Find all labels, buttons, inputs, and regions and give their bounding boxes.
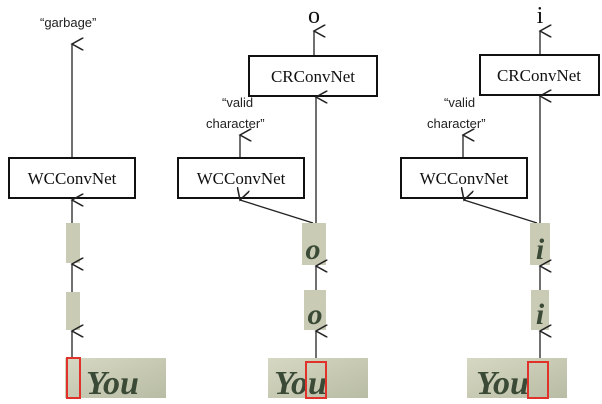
crop-image-2b: o bbox=[304, 290, 326, 331]
arrow-crop-to-wc-3 bbox=[464, 200, 538, 224]
valid-label-line2-3: character” bbox=[427, 116, 486, 131]
word-image-2: You bbox=[268, 358, 368, 402]
garbage-label: “garbage” bbox=[40, 15, 96, 30]
crop-image-3b: i bbox=[531, 290, 549, 331]
column-1: “garbage” WCConvNet You bbox=[8, 15, 166, 402]
crop-char-3b: i bbox=[536, 298, 545, 331]
crconvnet-box-3 bbox=[479, 54, 600, 96]
sliding-window-2 bbox=[305, 361, 327, 399]
word-text-1: You bbox=[86, 365, 139, 402]
crop-image-3a: i bbox=[530, 223, 550, 266]
wcconvnet-label-1: WCConvNet bbox=[28, 169, 117, 188]
sliding-window-3 bbox=[527, 361, 549, 399]
sliding-window-1 bbox=[66, 357, 81, 399]
crop-image-1b bbox=[66, 292, 80, 330]
word-image-3: You bbox=[467, 358, 567, 402]
crop-char-2b: o bbox=[308, 298, 323, 331]
column-2: o CRConvNet “valid character” WCConvNet … bbox=[177, 3, 378, 402]
output-char-2: o bbox=[308, 3, 320, 29]
word-text-3: You bbox=[476, 365, 529, 402]
wcconvnet-label-2: WCConvNet bbox=[197, 169, 286, 188]
column-3: i CRConvNet “valid character” WCConvNet … bbox=[400, 3, 600, 402]
valid-label-line1-3: “valid bbox=[444, 95, 475, 110]
wcconvnet-label-3: WCConvNet bbox=[420, 169, 509, 188]
crop-char-2a: o bbox=[306, 233, 321, 266]
valid-label-line1-2: “valid bbox=[222, 95, 253, 110]
crconvnet-label-3: CRConvNet bbox=[497, 66, 581, 85]
word-image-1: You bbox=[65, 357, 166, 402]
output-char-3: i bbox=[537, 3, 544, 29]
valid-label-line2-2: character” bbox=[206, 116, 265, 131]
crop-image-2a: o bbox=[302, 223, 326, 266]
crop-image-1a bbox=[66, 223, 80, 263]
arrow-crop-to-wc-2 bbox=[240, 200, 314, 224]
crconvnet-label-2: CRConvNet bbox=[271, 67, 355, 86]
crconvnet-box-2 bbox=[248, 55, 378, 97]
word-text-2: You bbox=[274, 365, 327, 402]
crop-char-3a: i bbox=[536, 233, 545, 266]
